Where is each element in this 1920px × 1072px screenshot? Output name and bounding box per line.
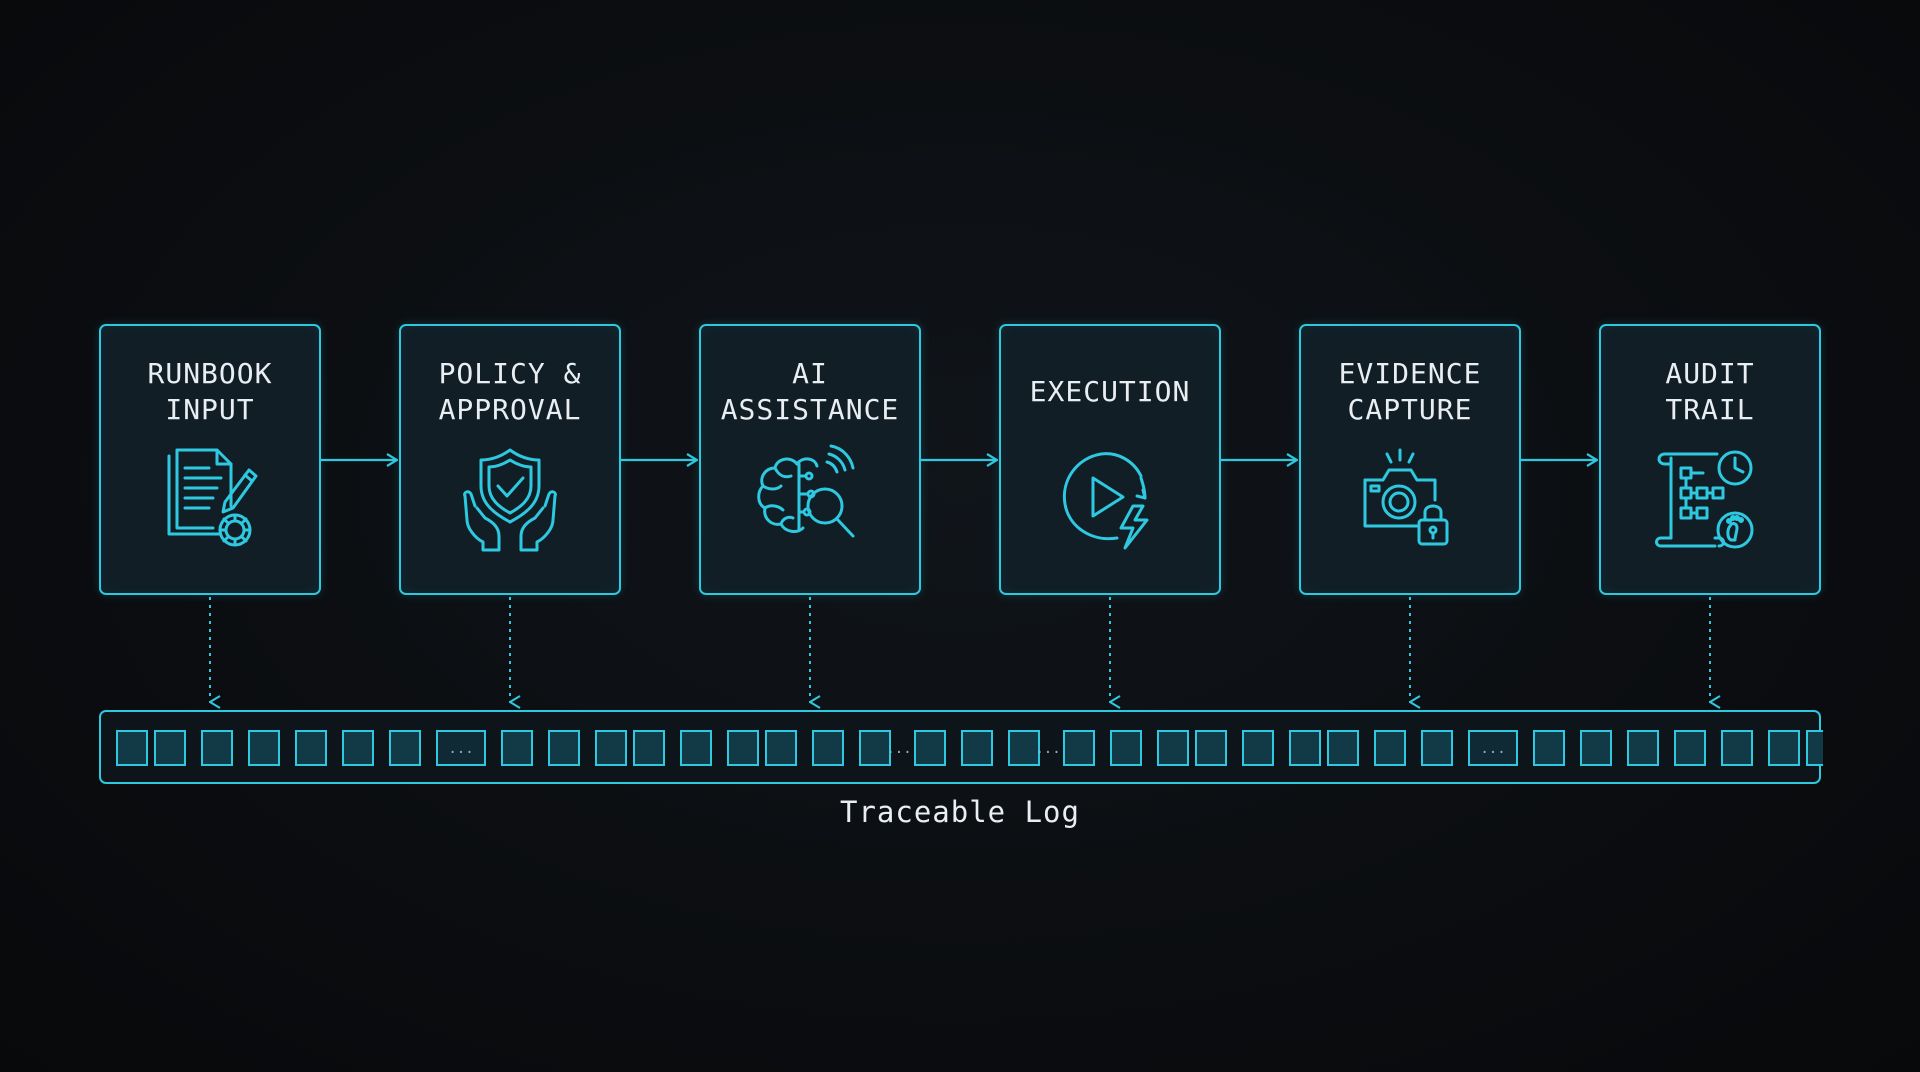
log-gap-ellipsis: ... (886, 741, 911, 757)
log-entry (1674, 730, 1706, 766)
stage-title-execution: EXECUTION (1029, 375, 1191, 408)
log-entry (680, 730, 712, 766)
log-entry (342, 730, 374, 766)
log-entry (1063, 730, 1095, 766)
stage-title-audit-trail: AUDIT TRAIL (1665, 357, 1755, 426)
log-entry (961, 730, 993, 766)
log-entry (1421, 730, 1453, 766)
brain-magnifier-icon (755, 444, 865, 556)
log-entry (1008, 730, 1040, 766)
stage-ai-assistance: AI ASSISTANCE (699, 324, 921, 595)
stage-execution: EXECUTION (999, 324, 1221, 595)
stage-policy-approval: POLICY & APPROVAL (399, 324, 621, 595)
log-ellipsis-box (436, 730, 486, 766)
log-ellipsis-text: ... (448, 741, 473, 757)
stage-title-runbook-input: RUNBOOK INPUT (147, 357, 273, 426)
stage-audit-trail: AUDIT TRAIL (1599, 324, 1821, 595)
log-gap-ellipsis: ... (1035, 741, 1060, 757)
log-label: Traceable Log (840, 795, 1080, 829)
log-ellipsis-text: ... (1480, 741, 1505, 757)
log-entry (548, 730, 580, 766)
log-entry (1242, 730, 1274, 766)
log-drop-lines (209, 597, 1710, 702)
log-entry (1580, 730, 1612, 766)
log-entry (116, 730, 148, 766)
log-entry (859, 730, 891, 766)
log-entry (501, 730, 533, 766)
scroll-flowchart-clock-icon (1655, 446, 1765, 556)
log-entries: ............ (116, 730, 1823, 766)
document-gear-icon (155, 446, 265, 556)
log-entry (389, 730, 421, 766)
stage-runbook-input: RUNBOOK INPUT (99, 324, 321, 595)
play-lightning-icon (1055, 446, 1165, 556)
log-entry (201, 730, 233, 766)
stage-evidence-capture: EVIDENCE CAPTURE (1299, 324, 1521, 595)
log-ellipsis-box (1468, 730, 1518, 766)
log-entry (812, 730, 844, 766)
log-entry (595, 730, 627, 766)
shield-hands-icon (455, 446, 565, 556)
log-entry (1533, 730, 1565, 766)
stage-title-evidence-capture: EVIDENCE CAPTURE (1338, 357, 1482, 426)
log-entry (1374, 730, 1406, 766)
log-entry (1157, 730, 1189, 766)
stage-title-ai-assistance: AI ASSISTANCE (720, 357, 900, 426)
log-entry (727, 730, 759, 766)
log-entry (914, 730, 946, 766)
log-entry (248, 730, 280, 766)
log-entry (154, 730, 186, 766)
stage-title-policy-approval: POLICY & APPROVAL (438, 357, 582, 426)
log-entry (1327, 730, 1359, 766)
log-entry (765, 730, 797, 766)
log-entry (1195, 730, 1227, 766)
log-entry (1110, 730, 1142, 766)
log-entry (295, 730, 327, 766)
camera-lock-icon (1355, 446, 1465, 556)
log-entry (1806, 730, 1823, 766)
log-entry (1289, 730, 1321, 766)
log-entry (633, 730, 665, 766)
log-entry (1627, 730, 1659, 766)
log-entry (1721, 730, 1753, 766)
log-entry (1768, 730, 1800, 766)
traceable-log-bar: ............ (99, 710, 1823, 784)
